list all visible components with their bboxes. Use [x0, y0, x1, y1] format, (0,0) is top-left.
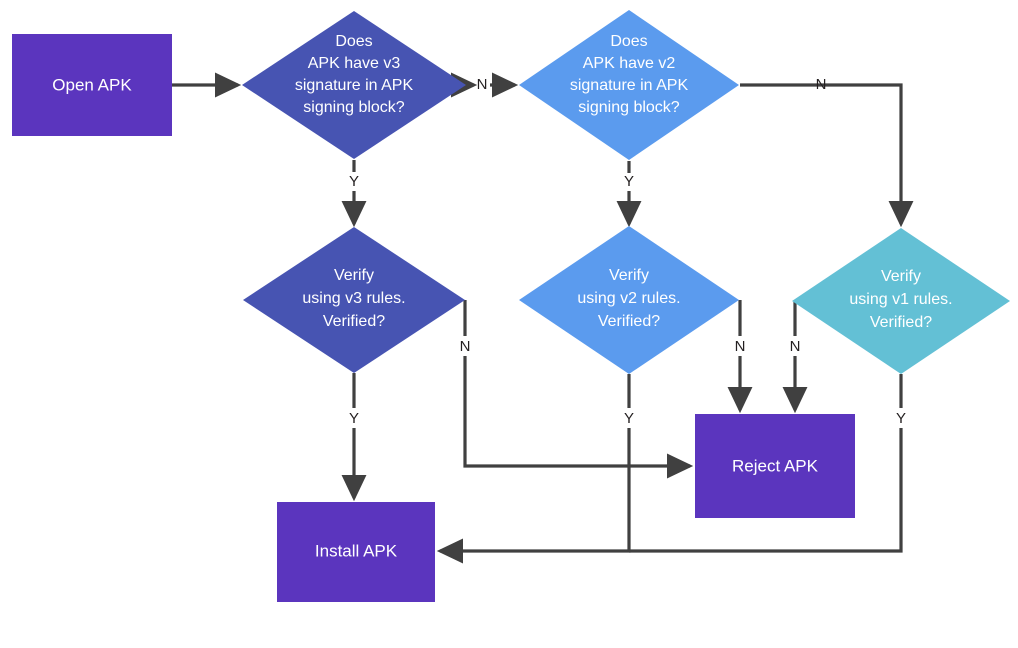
edge-label-verify1-no: N	[790, 338, 801, 355]
node-open-apk[interactable]: Open APK	[12, 34, 172, 136]
edge-label-v2-yes: Y	[624, 173, 634, 190]
has-v3-diamond[interactable]	[242, 11, 466, 159]
node-has-v3[interactable]: Does APK have v3 signature in APK signin…	[242, 11, 466, 159]
edge-verify1-yes-to-install	[629, 428, 903, 553]
edge-label-verify1-yes: Y	[896, 410, 906, 427]
edge-v2-no-to-verify1	[740, 83, 914, 228]
reject-apk-rect[interactable]	[695, 414, 855, 518]
edge-label-v3-no: N	[477, 76, 488, 93]
node-install-apk[interactable]: Install APK	[277, 502, 435, 602]
open-apk-rect[interactable]	[12, 34, 172, 136]
edge-label-verify3-yes: Y	[349, 410, 359, 427]
edge-label-v2-no: N	[816, 76, 827, 93]
verify-v3-diamond[interactable]	[243, 227, 465, 373]
edge-label-verify2-no: N	[735, 338, 746, 355]
node-verify-v3[interactable]: Verify using v3 rules. Verified?	[243, 227, 465, 373]
verify-v1-diamond[interactable]	[792, 228, 1010, 374]
edge-label-layer: N Y N Y N Y N Y N Y	[349, 76, 906, 427]
install-apk-rect[interactable]	[277, 502, 435, 602]
node-verify-v2[interactable]: Verify using v2 rules. Verified?	[519, 226, 739, 374]
has-v2-diamond[interactable]	[519, 10, 739, 160]
edge-label-verify3-no: N	[460, 338, 471, 355]
node-layer: Open APK Does APK have v3 signature in A…	[12, 10, 1010, 602]
edge-label-v3-yes: Y	[349, 173, 359, 190]
node-verify-v1[interactable]: Verify using v1 rules. Verified?	[792, 228, 1010, 374]
verify-v2-diamond[interactable]	[519, 226, 739, 374]
edge-label-verify2-yes: Y	[624, 410, 634, 427]
edge-verify3-no-to-reject	[463, 356, 694, 479]
edge-verify2-yes-to-install	[436, 428, 631, 564]
node-has-v2[interactable]: Does APK have v2 signature in APK signin…	[519, 10, 739, 160]
edge-layer	[172, 72, 914, 564]
node-reject-apk[interactable]: Reject APK	[695, 414, 855, 518]
